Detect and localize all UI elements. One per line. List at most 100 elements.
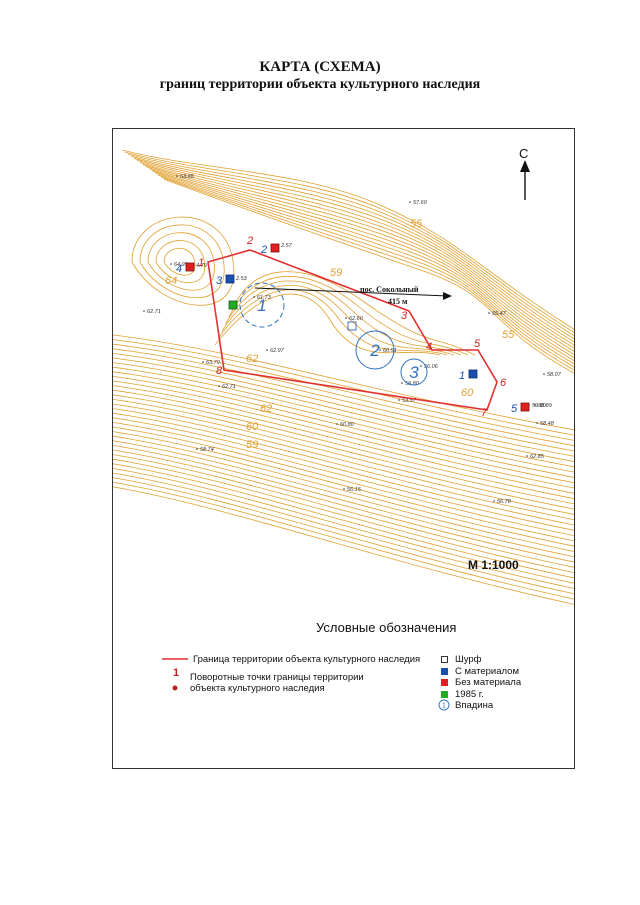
spot-height-dot — [493, 500, 495, 502]
contour-line — [232, 271, 476, 356]
contour-line — [147, 232, 215, 291]
spot-height-dot — [543, 373, 545, 375]
pit-number-label: 4 — [176, 263, 182, 275]
contour-line — [113, 389, 574, 494]
contour-line — [163, 248, 196, 276]
contour-line — [131, 216, 235, 306]
contour-line — [113, 472, 574, 589]
spot-height-label: 56.78 — [497, 499, 512, 505]
pit-1985 — [228, 300, 238, 310]
contour-line — [113, 431, 574, 542]
legend-swatch — [441, 656, 448, 663]
spot-height-label: 62.97 — [270, 348, 285, 354]
contour-line — [113, 486, 574, 605]
depressions: 1 2 3 — [239, 282, 428, 386]
contour-label: 62 — [260, 403, 272, 415]
contour-line — [113, 353, 574, 452]
spot-height-dot — [398, 399, 400, 401]
legend-boundary-label: Граница территории объекта культурного н… — [193, 654, 421, 665]
spot-height-dot — [253, 296, 255, 298]
spot-height-dot — [409, 201, 411, 203]
contour-line — [113, 376, 574, 478]
depression-label: 1 — [257, 296, 266, 315]
spot-height-dot — [488, 312, 490, 314]
contour-line — [113, 426, 574, 537]
turn-point-label: 7 — [481, 407, 488, 419]
contour-line — [228, 275, 469, 356]
spot-height-label: 56.06 — [424, 364, 439, 370]
spot-height-dot — [536, 422, 538, 424]
spot-height-dot — [196, 448, 198, 450]
pit-number-label: 5 — [511, 403, 518, 415]
settlement-distance: 415 м — [388, 297, 408, 306]
contour-line — [113, 422, 574, 531]
contour-line — [148, 168, 574, 358]
contour-line — [113, 468, 574, 584]
settlement-arrow: пос. Сокольный 415 м — [254, 285, 452, 306]
boundary-polygon — [207, 249, 498, 411]
spot-height-label: 60.80 — [340, 422, 355, 428]
contour-lines — [113, 149, 574, 605]
legend-turn-point-number: 1 — [173, 667, 180, 679]
contour-line — [113, 445, 574, 558]
spot-height-label: 60.51 — [383, 348, 397, 354]
contour-line — [218, 289, 448, 356]
contour-line — [130, 155, 574, 340]
map-subtitle: границ территории объекта культурного на… — [159, 77, 481, 92]
legend-depression-number: 1 — [442, 703, 446, 710]
settlement-label: пос. Сокольный — [360, 285, 419, 294]
turn-point-label: 3 — [401, 310, 408, 322]
depression-label: 2 — [369, 341, 380, 360]
map-frame — [112, 128, 575, 769]
spot-height-label: 58.74 — [200, 447, 214, 453]
contour-label: 64 — [165, 275, 177, 287]
contour-line — [157, 174, 574, 368]
spot-height-label: 61.73 — [257, 295, 272, 301]
spot-height-dot — [379, 349, 381, 351]
spot-height-dot — [176, 175, 178, 177]
contour-line — [155, 240, 205, 284]
contour-line — [113, 481, 574, 600]
contour-line — [113, 435, 574, 547]
map-title: КАРТА (СХЕМА) — [259, 59, 381, 75]
spot-height-label: 2.53 — [235, 276, 248, 282]
contour-line — [139, 162, 574, 349]
contour-label: 62 — [246, 353, 258, 365]
turn-point-label: 5 — [474, 338, 481, 350]
contour-line — [154, 172, 574, 365]
contour-line — [113, 357, 574, 457]
pit-with-material — [468, 369, 478, 379]
contour-line — [113, 366, 574, 468]
legend-turn-points-label: Поворотные точки границы территории объе… — [190, 672, 364, 694]
turn-point-label: 1 — [198, 257, 204, 269]
legend-item-label: С материалом — [455, 665, 519, 677]
contour-line — [214, 293, 441, 356]
contour-line — [221, 285, 455, 356]
contour-line — [113, 348, 574, 447]
spot-height-label: 59.80 — [405, 381, 420, 387]
depression-label: 3 — [409, 363, 419, 382]
contour-line — [139, 224, 225, 299]
spot-height-label: 62.71 — [222, 384, 236, 390]
depression-circle — [400, 358, 428, 386]
contour-label: 60 — [461, 387, 474, 399]
pit-without-material — [270, 243, 280, 253]
pit-empty — [347, 321, 357, 331]
depression-circle — [239, 282, 285, 328]
turn-point-label: 2 — [246, 235, 253, 247]
north-arrow-icon — [520, 160, 530, 200]
legend-depression-label: Впадина — [455, 700, 494, 711]
legend-item-label: 1985 г. — [455, 688, 484, 700]
legend-turn-point-icon — [172, 685, 178, 691]
spot-height-label: 53.57 — [402, 398, 417, 404]
turn-point-label: 8 — [216, 365, 223, 377]
pit-number-label: 2 — [260, 244, 267, 256]
contour-label: 59 — [246, 439, 258, 451]
legend-swatch — [441, 690, 448, 698]
pit-number-label: 3 — [216, 275, 223, 287]
spot-height-dot — [345, 317, 347, 319]
contour-line — [113, 417, 574, 526]
